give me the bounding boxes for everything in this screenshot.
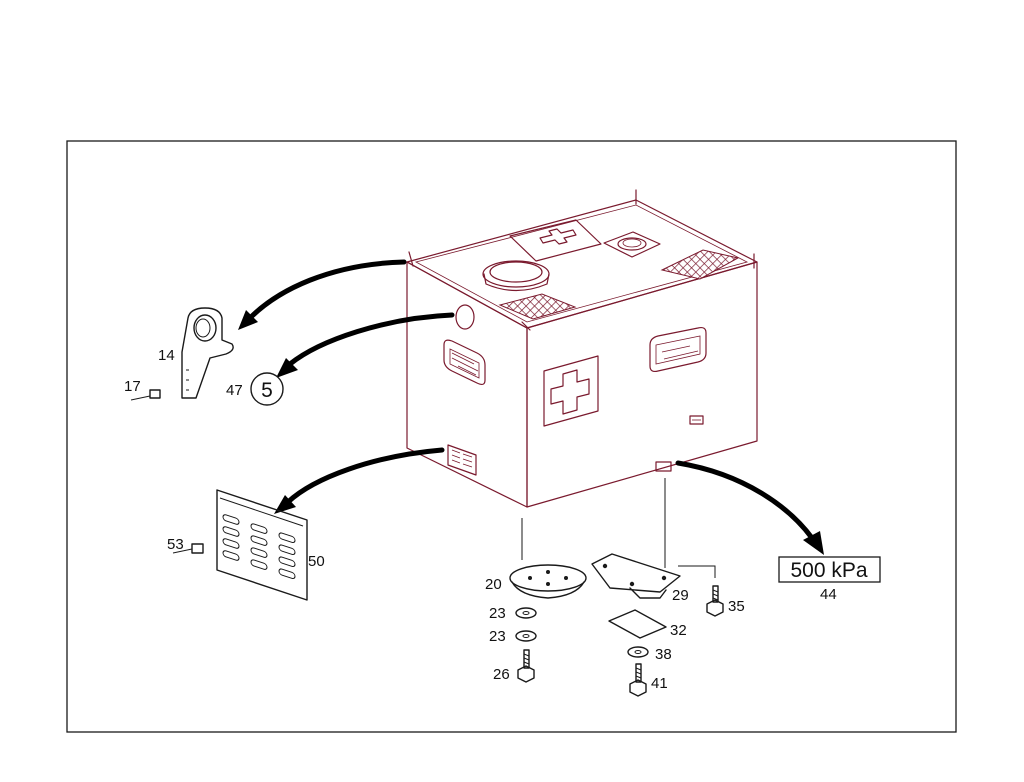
washer-part	[515, 607, 537, 619]
arrow-to-grille	[274, 447, 445, 514]
bolt-part	[706, 585, 724, 617]
small-plate	[689, 415, 704, 425]
bolt-part	[517, 649, 535, 683]
side-port	[455, 304, 475, 330]
bolt-part	[629, 663, 647, 697]
plug-part	[250, 372, 284, 406]
pin-part	[130, 389, 161, 401]
callout-29: 29	[672, 587, 689, 604]
fill-cap	[482, 260, 550, 292]
box-vent-grille	[447, 444, 477, 476]
leader-bracket-bolt	[678, 565, 716, 578]
callout-41: 41	[651, 675, 668, 692]
arrow-to-lifting-eye	[238, 259, 407, 330]
washer-part	[627, 646, 649, 658]
callout-20: 20	[485, 576, 502, 593]
callout-50: 50	[308, 553, 325, 570]
callout-23: 23	[489, 628, 506, 645]
screw-part	[172, 543, 204, 554]
rubber-mount-part	[509, 564, 587, 599]
callout-38: 38	[655, 646, 672, 663]
vent-mesh-front	[498, 293, 577, 320]
side-cross-panel	[543, 355, 599, 427]
vent-mesh-back	[660, 249, 740, 280]
pad-part	[608, 609, 667, 639]
first-aid-box	[406, 189, 758, 508]
square-cap	[603, 231, 661, 258]
diagram-frame	[66, 140, 957, 733]
callout-5: 5	[261, 379, 273, 402]
callout-47: 47	[226, 382, 243, 399]
callout-14: 14	[158, 347, 175, 364]
callout-35: 35	[728, 598, 745, 615]
pressure-label-box	[778, 556, 881, 583]
callout-44: 44	[820, 586, 837, 603]
callout-53: 53	[167, 536, 184, 553]
left-window	[443, 339, 486, 386]
lifting-eye-part	[181, 307, 234, 399]
arrow-to-pressure-label	[675, 460, 824, 555]
pressure-label-text: 500 kPa	[790, 559, 867, 582]
pressure-plate	[655, 461, 672, 472]
top-cross-panel	[509, 219, 602, 262]
callout-17: 17	[124, 378, 141, 395]
callout-32: 32	[670, 622, 687, 639]
washer-part	[515, 630, 537, 642]
grille-part	[216, 489, 308, 601]
callout-26: 26	[493, 666, 510, 683]
callout-23: 23	[489, 605, 506, 622]
right-window	[649, 326, 707, 373]
arrow-to-plug	[276, 312, 455, 378]
bracket-part	[591, 553, 681, 599]
